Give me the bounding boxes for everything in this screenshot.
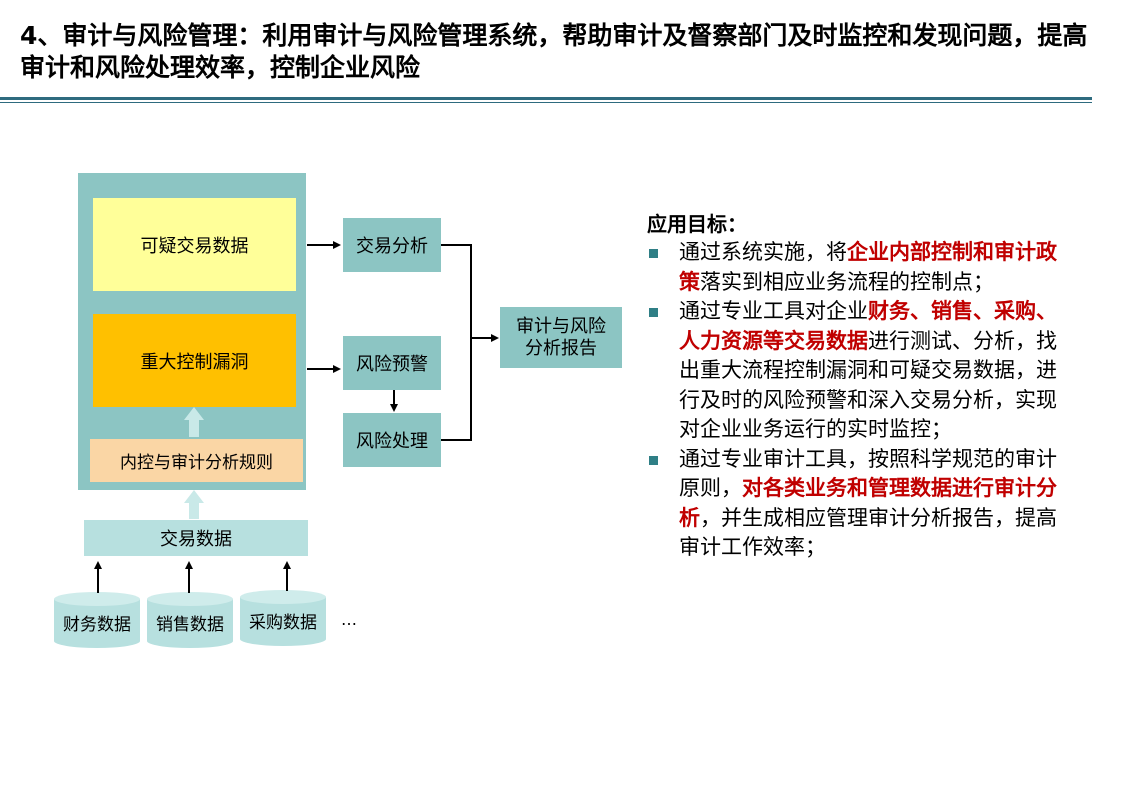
goals-list: 通过系统实施，将企业内部控制和审计政策落实到相应业务流程的控制点； 通过专业工具… <box>647 238 1067 563</box>
purchase-data-cylinder: 采购数据 <box>240 590 326 646</box>
goal-item: 通过专业工具对企业财务、销售、采购、人力资源等交易数据进行测试、分析，找出重大流… <box>647 297 1067 445</box>
goal-text: 通过系统实施，将 <box>679 240 847 264</box>
risk-handling-box: 风险处理 <box>343 413 441 467</box>
title-divider-thin <box>0 102 1092 103</box>
sales-data-cylinder: 销售数据 <box>147 592 233 648</box>
more-sources-ellipsis: … <box>341 610 357 629</box>
control-gaps-box: 重大控制漏洞 <box>93 314 296 407</box>
goals-heading: 应用目标： <box>647 212 747 236</box>
report-box: 审计与风险分析报告 <box>500 307 622 368</box>
goal-text: 通过专业工具对企业 <box>679 299 868 323</box>
goal-highlight: 对各类业务和管理数据进行审计分析 <box>679 476 1057 530</box>
bullet-square-icon <box>649 455 658 465</box>
goal-text: ，并生成相应管理审计分析报告，提高审计工作效率； <box>679 505 1057 560</box>
rules-box: 内控与审计分析规则 <box>90 439 303 482</box>
up-arrow-rules-to-gaps <box>184 407 204 437</box>
goal-text: 进行测试、分析，找出重大流程控制漏洞和可疑交易数据，进行及时的风险预警和深入交易… <box>679 328 1057 442</box>
page-title: 4、审计与风险管理：利用审计与风险管理系统，帮助审计及督察部门及时监控和发现问题… <box>20 21 1088 82</box>
goal-text: 通过专业审计工具，按照科学规范的审计原则， <box>679 446 1057 501</box>
up-arrow-data-to-rules <box>184 490 204 519</box>
purchase-data-label: 采购数据 <box>249 612 317 633</box>
transaction-data-box: 交易数据 <box>84 520 308 556</box>
connector-analysis-to-bus <box>441 244 472 441</box>
goal-text: 落实到相应业务流程的控制点； <box>700 269 994 294</box>
bullet-square-icon <box>649 249 658 258</box>
goal-item: 通过系统实施，将企业内部控制和审计政策落实到相应业务流程的控制点； <box>647 238 1067 297</box>
risk-warning-box: 风险预警 <box>343 336 441 390</box>
goal-highlight: 企业内部控制和审计政策 <box>679 240 1057 294</box>
trade-analysis-box: 交易分析 <box>343 218 441 272</box>
finance-data-cylinder: 财务数据 <box>54 592 140 648</box>
sales-data-label: 销售数据 <box>156 614 224 635</box>
suspicious-data-box: 可疑交易数据 <box>93 198 296 291</box>
goal-highlight: 财务、销售、采购、人力资源等交易数据 <box>679 299 1057 353</box>
title-divider <box>0 97 1092 100</box>
bullet-square-icon <box>649 308 658 317</box>
finance-data-label: 财务数据 <box>63 614 131 635</box>
goal-item: 通过专业审计工具，按照科学规范的审计原则，对各类业务和管理数据进行审计分析，并生… <box>647 445 1067 563</box>
